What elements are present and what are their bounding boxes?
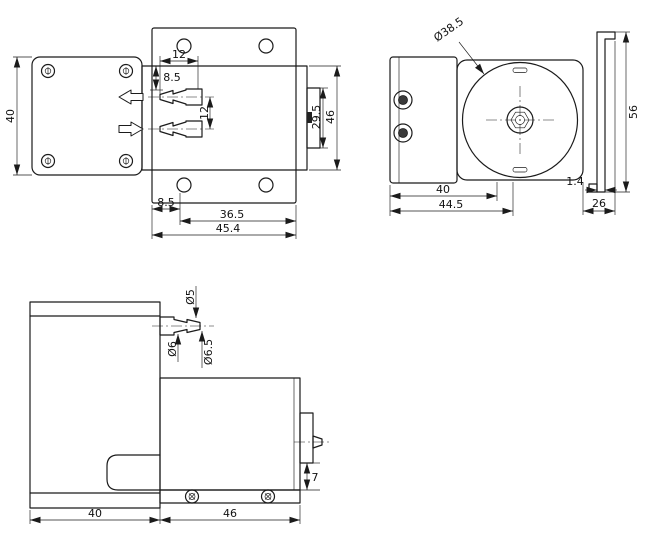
view-side: 40 12 8.5 12 29.5 [4, 27, 341, 239]
barb-port [159, 120, 203, 138]
screw-head [40, 63, 56, 79]
port-end [393, 123, 413, 143]
flange-hole [176, 38, 192, 54]
dimension: 1.4 [566, 175, 617, 194]
flange-hole [258, 38, 274, 54]
vent-slot [512, 67, 528, 73]
dim-label: Ø6.5 [202, 339, 215, 365]
dimension: 8.5 [150, 66, 181, 91]
dimension: 44.5 [390, 182, 514, 216]
dim-label: Ø5 [184, 289, 197, 305]
outlet-barb [312, 435, 323, 449]
dim-label: 26 [592, 197, 606, 210]
dim-label: 7 [312, 471, 319, 484]
motor-body [31, 56, 143, 176]
pump-housing [159, 377, 301, 491]
dim-label: 1.4 [566, 175, 584, 188]
screw-head [40, 153, 56, 169]
screw-head [184, 489, 200, 504]
hex-socket [510, 111, 530, 129]
dim-label: 40 [436, 183, 450, 196]
dim-label: 46 [223, 507, 237, 520]
flange-hole [176, 177, 192, 193]
dim-label: 56 [627, 105, 640, 119]
flange-hole [258, 177, 274, 193]
dim-label: 46 [324, 110, 337, 124]
dim-label: 12 [198, 106, 211, 120]
connector-mark [307, 112, 312, 123]
dimension: 8.5 36.5 45.4 [151, 193, 297, 239]
flow-arrow-right-icon [118, 121, 144, 137]
dimension: 40 [4, 56, 32, 176]
dim-label: Ø6 [166, 341, 179, 357]
dimension: 29.5 [310, 87, 328, 149]
dim-label: 8.5 [163, 71, 181, 84]
dim-label: 29.5 [310, 105, 323, 130]
base-flange [159, 489, 301, 504]
dim-label: 45.4 [216, 222, 241, 235]
dimension: 7 [300, 462, 320, 491]
vent-slot [512, 167, 528, 173]
mounting-bracket [596, 31, 616, 193]
head-housing [456, 59, 584, 181]
barb-port [159, 88, 203, 106]
dimension: Ø5 [184, 286, 200, 318]
dim-label: 44.5 [439, 198, 464, 211]
dimension: 12 [198, 97, 214, 129]
pump-foot [106, 454, 161, 491]
outlet-block [299, 412, 314, 464]
bracket-foot [588, 183, 598, 193]
dimension: 40 46 [29, 505, 301, 524]
flow-arrow-left-icon [118, 89, 144, 105]
motor-body [389, 56, 458, 184]
pump-head-circle [461, 61, 579, 179]
dim-label: 36.5 [220, 208, 245, 221]
dim-label: 40 [88, 507, 102, 520]
dimension: 26 [582, 41, 616, 215]
dimension: 46 [309, 65, 341, 171]
barb-port [159, 316, 201, 336]
dim-label: 8.5 [157, 196, 175, 209]
screw-head [118, 153, 134, 169]
dimension: Ø6.5 [198, 331, 215, 368]
dimension: 12 [159, 48, 199, 94]
dim-label: Ø38.5 [431, 15, 466, 45]
motor-body [29, 301, 161, 509]
shaft-hub [506, 106, 534, 134]
shaft-bore [515, 115, 525, 125]
screw-head [260, 489, 276, 504]
dimension: 56 [605, 31, 640, 193]
flange-plate [151, 27, 297, 204]
screw-head [118, 63, 134, 79]
view-front: Ø38.5 56 1.4 26 40 [389, 15, 640, 216]
dim-label: 40 [4, 109, 17, 123]
dim-label: 12 [172, 48, 186, 61]
dimension: Ø6 [166, 334, 182, 362]
port-end [393, 90, 413, 110]
view-bottom: Ø5 Ø6 Ø6.5 7 40 46 [29, 286, 330, 524]
